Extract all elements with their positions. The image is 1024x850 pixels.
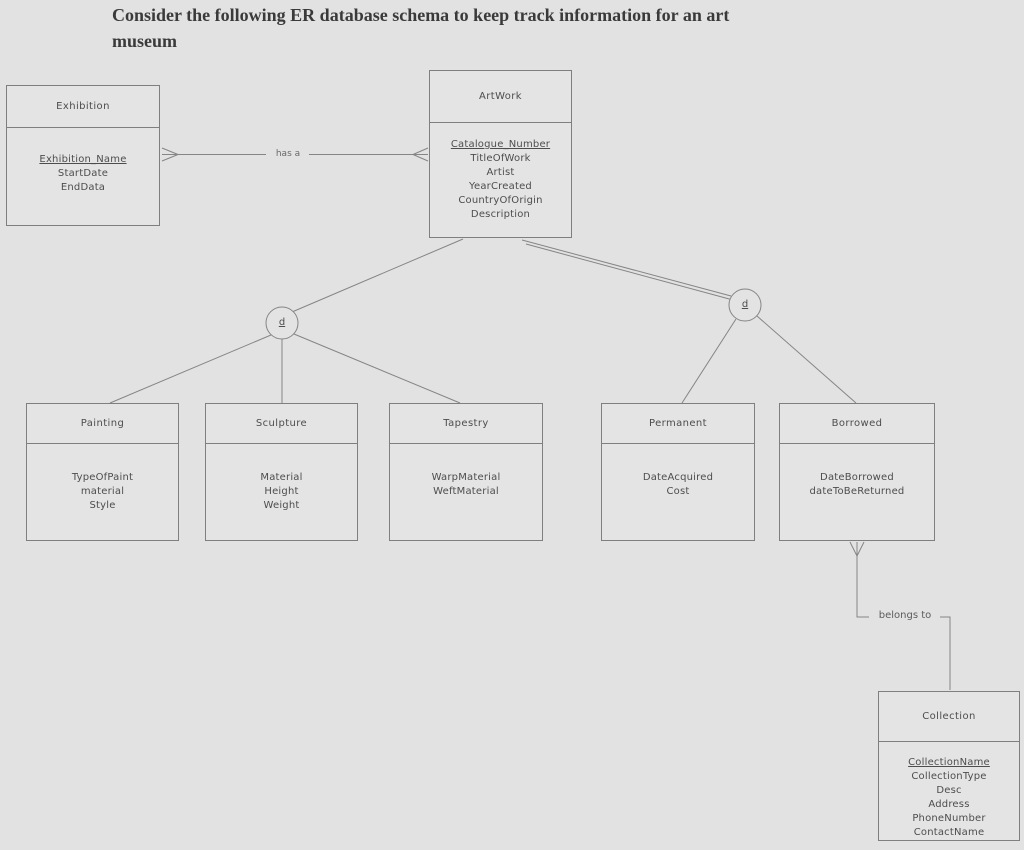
left-d-to-tapestry-line [293,333,461,404]
entity-artwork: ArtWork Catalogue_Number TitleOfWork Art… [429,70,572,238]
attr-style: Style [89,500,116,511]
entity-collection-title: Collection [879,692,1019,742]
belongs-to-line-left [856,556,869,618]
right-d-to-borrowed-line [756,315,857,404]
attr-collectiontype: CollectionType [911,771,987,782]
belongs-to-line-right [940,616,951,690]
entity-permanent-title: Permanent [602,404,754,444]
left-d-label: d [278,317,286,328]
page-title-line2: museum [112,31,178,51]
attr-weftmaterial: WeftMaterial [433,486,499,497]
attr-exhibition-name: Exhibition_Name [39,154,127,165]
crow-foot-artwork-icon [412,147,429,162]
crow-foot-borrowed-icon [849,541,865,557]
attr-material-sculpture: Material [260,472,303,483]
right-d-to-permanent-line [681,318,737,404]
attr-cost: Cost [666,486,690,497]
attr-collectionname: CollectionName [908,757,990,768]
attr-desc: Desc [936,785,962,796]
attr-description: Description [470,209,531,220]
belongs-to-label: belongs to [878,610,932,621]
attr-titleofwork: TitleOfWork [470,153,531,164]
entity-collection: Collection CollectionName CollectionType… [878,691,1020,841]
artwork-to-right-d-line1 [521,239,732,297]
attr-material-painting: material [80,486,125,497]
attr-warpmaterial: WarpMaterial [431,472,501,483]
attr-countryoforigin: CountryOfOrigin [458,195,543,206]
page-title: Consider the following ER database schem… [112,2,852,54]
page-title-line1: Consider the following ER database schem… [112,5,730,25]
attr-height: Height [264,486,299,497]
left-d-to-painting-line [109,334,272,404]
entity-sculpture-title: Sculpture [206,404,357,444]
crow-foot-exhibition-icon [161,147,179,162]
attr-phonenumber: PhoneNumber [912,813,986,824]
right-d-label: d [741,299,749,310]
attr-enddata: EndData [60,182,106,193]
attr-catalogue-number: Catalogue_Number [450,139,551,150]
entity-tapestry: Tapestry WarpMaterial WeftMaterial [389,403,543,541]
attr-datetobereturned: dateToBeReturned [809,486,905,497]
attr-yearcreated: YearCreated [469,181,532,192]
entity-artwork-title: ArtWork [430,71,571,123]
has-a-label: has a [275,149,301,159]
attr-weight: Weight [263,500,300,511]
artwork-to-right-d-line2 [525,243,734,301]
attr-address: Address [928,799,970,810]
attr-contactname: ContactName [913,827,985,838]
entity-borrowed: Borrowed DateBorrowed dateToBeReturned [779,403,935,541]
attr-dateborrowed: DateBorrowed [820,472,894,483]
entity-tapestry-title: Tapestry [390,404,542,444]
attr-dateacquired: DateAcquired [642,472,714,483]
entity-exhibition: Exhibition Exhibition_Name StartDate End… [6,85,160,226]
entity-borrowed-title: Borrowed [780,404,934,444]
entity-exhibition-title: Exhibition [7,86,159,128]
entity-sculpture: Sculpture Material Height Weight [205,403,358,541]
attr-startdate: StartDate [57,168,109,179]
artwork-to-left-d-line [291,238,464,313]
entity-painting: Painting TypeOfPaint material Style [26,403,179,541]
entity-permanent: Permanent DateAcquired Cost [601,403,755,541]
specialization-right [521,239,857,404]
attr-artist: Artist [486,167,515,178]
attr-typeofpaint: TypeOfPaint [71,472,134,483]
entity-painting-title: Painting [27,404,178,444]
